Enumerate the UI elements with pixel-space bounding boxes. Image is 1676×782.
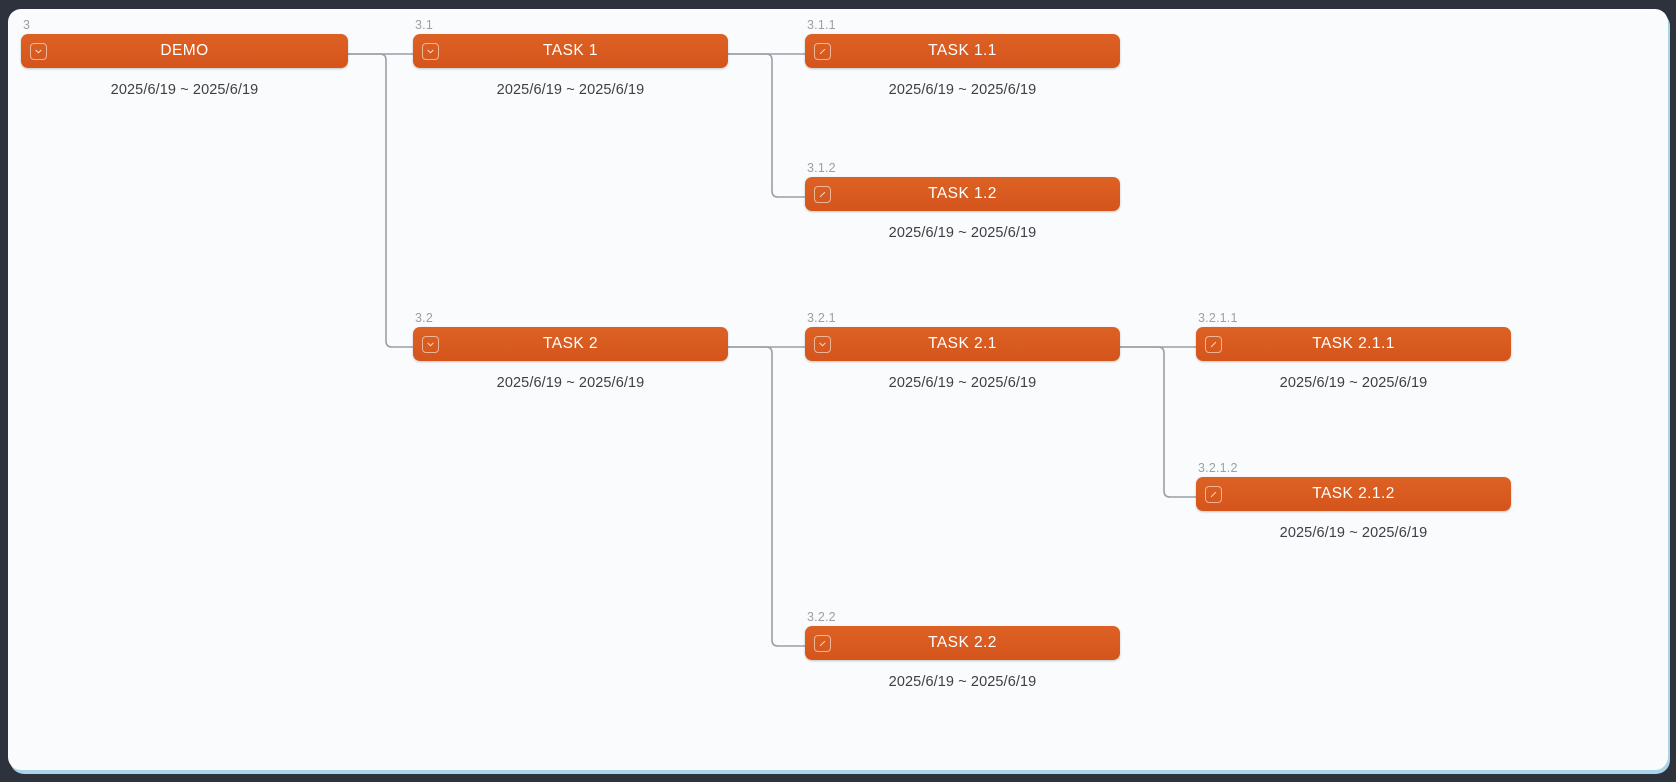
slash-box-icon[interactable] [814,185,831,203]
node-code: 3.2.1.2 [1198,461,1238,475]
edge-task-2-1-task-2-1-2 [1119,346,1196,498]
node-title: TASK 1.2 [928,185,997,202]
chevron-down-icon[interactable] [422,42,439,60]
node-task-1-2[interactable]: 3.1.2 TASK 1.2 2025/6/19 ~ 2025/6/19 [805,161,1120,241]
node-task-1-1[interactable]: 3.1.1 TASK 1.1 2025/6/19 ~ 2025/6/19 [805,18,1120,98]
node-title: TASK 2.1.1 [1312,335,1395,352]
node-dates: 2025/6/19 ~ 2025/6/19 [888,375,1037,391]
node-task-2-1[interactable]: 3.2.1 TASK 2.1 2025/6/19 ~ 2025/6/19 [805,311,1120,391]
edge-task-2-task-2-2 [727,346,805,647]
node-bar[interactable]: TASK 1.1 [805,34,1120,68]
node-bar[interactable]: DEMO [21,34,348,68]
slash-box-icon[interactable] [1205,485,1222,503]
node-task-2-1-1[interactable]: 3.2.1.1 TASK 2.1.1 2025/6/19 ~ 2025/6/19 [1196,311,1511,391]
node-title: TASK 1 [543,42,598,59]
slash-box-icon[interactable] [814,42,831,60]
node-code: 3.1.1 [807,18,836,32]
node-code: 3.1 [415,18,433,32]
node-bar[interactable]: TASK 2.1.2 [1196,477,1511,511]
node-task-2-2[interactable]: 3.2.2 TASK 2.2 2025/6/19 ~ 2025/6/19 [805,610,1120,690]
node-title: TASK 2.2 [928,634,997,651]
node-dates: 2025/6/19 ~ 2025/6/19 [888,82,1037,98]
node-code: 3.2.2 [807,610,836,624]
node-code: 3.2.1 [807,311,836,325]
node-bar[interactable]: TASK 1.2 [805,177,1120,211]
node-dates: 2025/6/19 ~ 2025/6/19 [1279,375,1428,391]
node-task-2[interactable]: 3.2 TASK 2 2025/6/19 ~ 2025/6/19 [413,311,728,391]
node-bar[interactable]: TASK 2.1.1 [1196,327,1511,361]
slash-box-icon[interactable] [814,634,831,652]
chevron-down-icon[interactable] [422,335,439,353]
node-dates: 2025/6/19 ~ 2025/6/19 [496,82,645,98]
node-bar[interactable]: TASK 2 [413,327,728,361]
node-dates: 2025/6/19 ~ 2025/6/19 [888,674,1037,690]
node-title: TASK 2.1 [928,335,997,352]
slash-box-icon[interactable] [1205,335,1222,353]
node-task-2-1-2[interactable]: 3.2.1.2 TASK 2.1.2 2025/6/19 ~ 2025/6/19 [1196,461,1511,541]
node-code: 3 [23,18,31,32]
node-bar[interactable]: TASK 2.2 [805,626,1120,660]
edge-task-1-task-1-2 [727,53,805,198]
node-bar[interactable]: TASK 2.1 [805,327,1120,361]
node-code: 3.2.1.1 [1198,311,1238,325]
node-dates: 2025/6/19 ~ 2025/6/19 [110,82,259,98]
node-code: 3.2 [415,311,433,325]
node-dates: 2025/6/19 ~ 2025/6/19 [888,225,1037,241]
node-bar[interactable]: TASK 1 [413,34,728,68]
node-demo[interactable]: 3 DEMO 2025/6/19 ~ 2025/6/19 [21,18,348,98]
node-title: TASK 2.1.2 [1312,485,1395,502]
node-task-1[interactable]: 3.1 TASK 1 2025/6/19 ~ 2025/6/19 [413,18,728,98]
chevron-down-icon[interactable] [30,42,47,60]
node-code: 3.1.2 [807,161,836,175]
node-dates: 2025/6/19 ~ 2025/6/19 [1279,525,1428,541]
node-title: TASK 2 [543,335,598,352]
node-title: TASK 1.1 [928,42,997,59]
node-dates: 2025/6/19 ~ 2025/6/19 [496,375,645,391]
wbs-canvas[interactable]: 3 DEMO 2025/6/19 ~ 2025/6/19 3.1 [8,9,1668,770]
chevron-down-icon[interactable] [814,335,831,353]
node-title: DEMO [160,42,209,59]
